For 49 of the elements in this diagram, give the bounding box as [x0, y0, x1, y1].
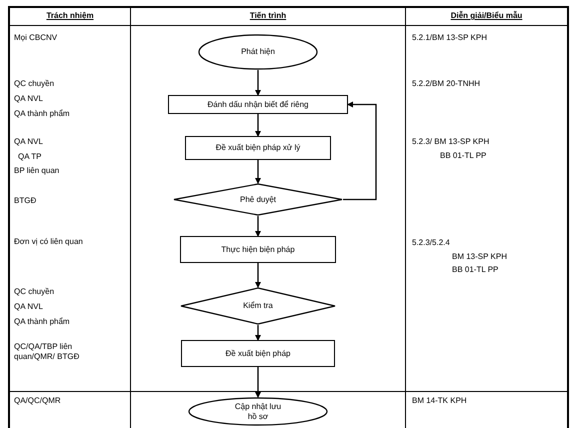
table-text: QA NVL: [14, 94, 44, 104]
column-header: Tiến trình: [248, 11, 288, 21]
process-box: [185, 136, 331, 160]
decision-diamond: [173, 183, 343, 216]
table-text: QA NVL: [14, 137, 44, 147]
node-label: Đề xuất biện pháp: [224, 348, 292, 358]
node-label: Thực hiện biện pháp: [220, 244, 296, 254]
table-text: 5.2.3/ BM 13-SP KPH: [412, 137, 490, 147]
table-text: Đơn vị có liên quan: [14, 237, 84, 247]
column-header: Diễn giải/Biểu mẫu: [450, 11, 524, 21]
table-text: QC chuyền: [14, 287, 56, 297]
decision-diamond: [180, 287, 336, 325]
terminal-ellipse: [188, 397, 328, 426]
table-text: Mọi CBCNV: [14, 33, 58, 43]
table-text: BM 13-SP KPH: [452, 252, 508, 262]
node-label: Phát hiện: [240, 47, 276, 57]
terminal-ellipse: [198, 34, 318, 70]
table-text: 5.2.1/BM 13-SP KPH: [412, 33, 488, 43]
arrow: [255, 367, 261, 398]
table-text: QC chuyền: [14, 79, 56, 89]
arrow: [343, 102, 377, 200]
table-text: BM 14-TK KPH: [412, 396, 468, 406]
node-label: Phê duyệt: [238, 194, 278, 204]
node-label: Cập nhật lưu hồ sơ: [234, 402, 282, 422]
table-text: BP liên quan: [14, 166, 60, 176]
node-label: Kiểm tra: [242, 301, 274, 311]
arrow: [255, 114, 261, 137]
process-box: [180, 236, 336, 263]
column-header: Trách nhiệm: [45, 11, 95, 21]
table-text: QA/QC/QMR: [14, 396, 62, 406]
node-label: Đề xuất biện pháp xử lý: [214, 143, 302, 153]
arrow: [255, 70, 261, 96]
process-box: [168, 95, 348, 114]
table-text: QA thành phẩm: [14, 109, 71, 119]
table-text: QC/QA/TBP liên quan/QMR/ BTGĐ: [14, 342, 80, 362]
process-box: [181, 340, 335, 367]
arrow: [255, 160, 261, 184]
table-text: 5.2.2/BM 20-TNHH: [412, 79, 482, 89]
arrow: [255, 216, 261, 237]
table-text: QA TP: [18, 152, 42, 162]
node-label: Đánh dấu nhận biết để riêng: [206, 100, 310, 110]
table-text: BB 01-TL PP: [452, 265, 500, 275]
table-text: QA thành phẩm: [14, 317, 71, 327]
table-text: BB 01-TL PP: [440, 151, 488, 161]
table-text: 5.2.3/5.2.4: [412, 238, 451, 248]
arrow: [255, 263, 261, 288]
table-text: QA NVL: [14, 302, 44, 312]
table-text: BTGĐ: [14, 196, 38, 206]
arrow: [255, 325, 261, 341]
